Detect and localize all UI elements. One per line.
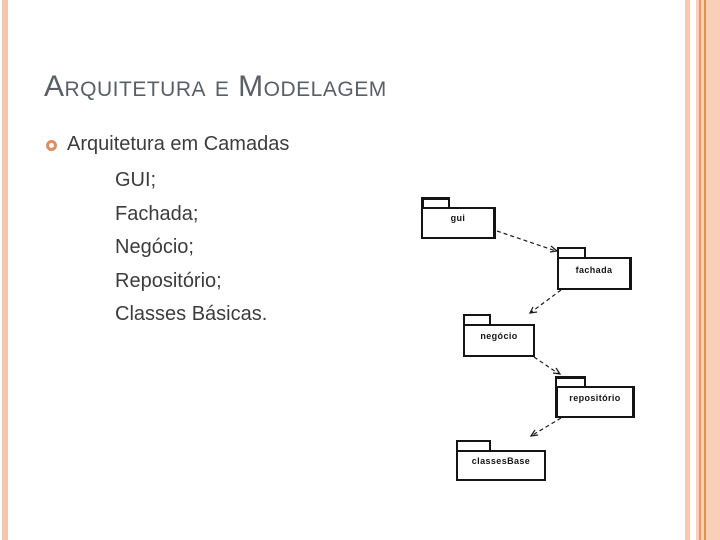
package-gui: gui bbox=[421, 197, 496, 239]
right-accent-pinstripe-1 bbox=[699, 0, 701, 540]
package-repositorio: repositório bbox=[555, 376, 635, 418]
package-label: gui bbox=[421, 207, 496, 239]
package-tab bbox=[456, 440, 491, 450]
arrowhead-negocio-repositorio bbox=[552, 367, 562, 375]
package-tab bbox=[557, 247, 586, 257]
slide-title: Arquitetura e Modelagem bbox=[44, 70, 387, 103]
package-label: repositório bbox=[555, 386, 635, 418]
arrowhead-repositorio-classesbase bbox=[529, 429, 539, 437]
arrowhead-fachada-negocio bbox=[528, 306, 538, 314]
sub-item-classes-basicas: Classes Básicas. bbox=[115, 303, 268, 325]
arrow-fachada-negocio bbox=[529, 289, 562, 314]
package-label: negócio bbox=[463, 324, 535, 357]
arrow-repositorio-classesbase bbox=[530, 417, 562, 437]
sub-item-fachada: Fachada; bbox=[115, 202, 199, 225]
bullet-ring-icon bbox=[46, 139, 57, 151]
package-tab bbox=[463, 314, 491, 324]
package-classesbase: classesBase bbox=[456, 440, 546, 481]
package-tab bbox=[421, 197, 450, 207]
arrowhead-gui-fachada bbox=[549, 245, 559, 253]
arrow-gui-fachada bbox=[496, 230, 557, 252]
arrow-negocio-repositorio bbox=[533, 356, 560, 375]
package-label: classesBase bbox=[456, 450, 546, 481]
package-negocio: negócio bbox=[463, 314, 535, 357]
left-accent-stripe bbox=[2, 0, 8, 540]
bullet-item: Arquitetura em Camadas bbox=[46, 131, 289, 157]
sub-item-list: GUI; Fachada; Negócio; Repositório; Clas… bbox=[115, 164, 267, 332]
sub-item-repositorio: Repositório; bbox=[115, 269, 222, 292]
package-label: fachada bbox=[557, 257, 632, 290]
bullet-text: Arquitetura em Camadas bbox=[67, 133, 290, 155]
package-fachada: fachada bbox=[557, 247, 632, 290]
package-tab bbox=[555, 376, 586, 386]
sub-item-negocio: Negócio; bbox=[115, 236, 194, 258]
right-accent-pinstripe-2 bbox=[704, 0, 706, 540]
right-accent-stripe-thin bbox=[685, 0, 690, 540]
sub-item-gui: GUI; bbox=[115, 169, 157, 191]
